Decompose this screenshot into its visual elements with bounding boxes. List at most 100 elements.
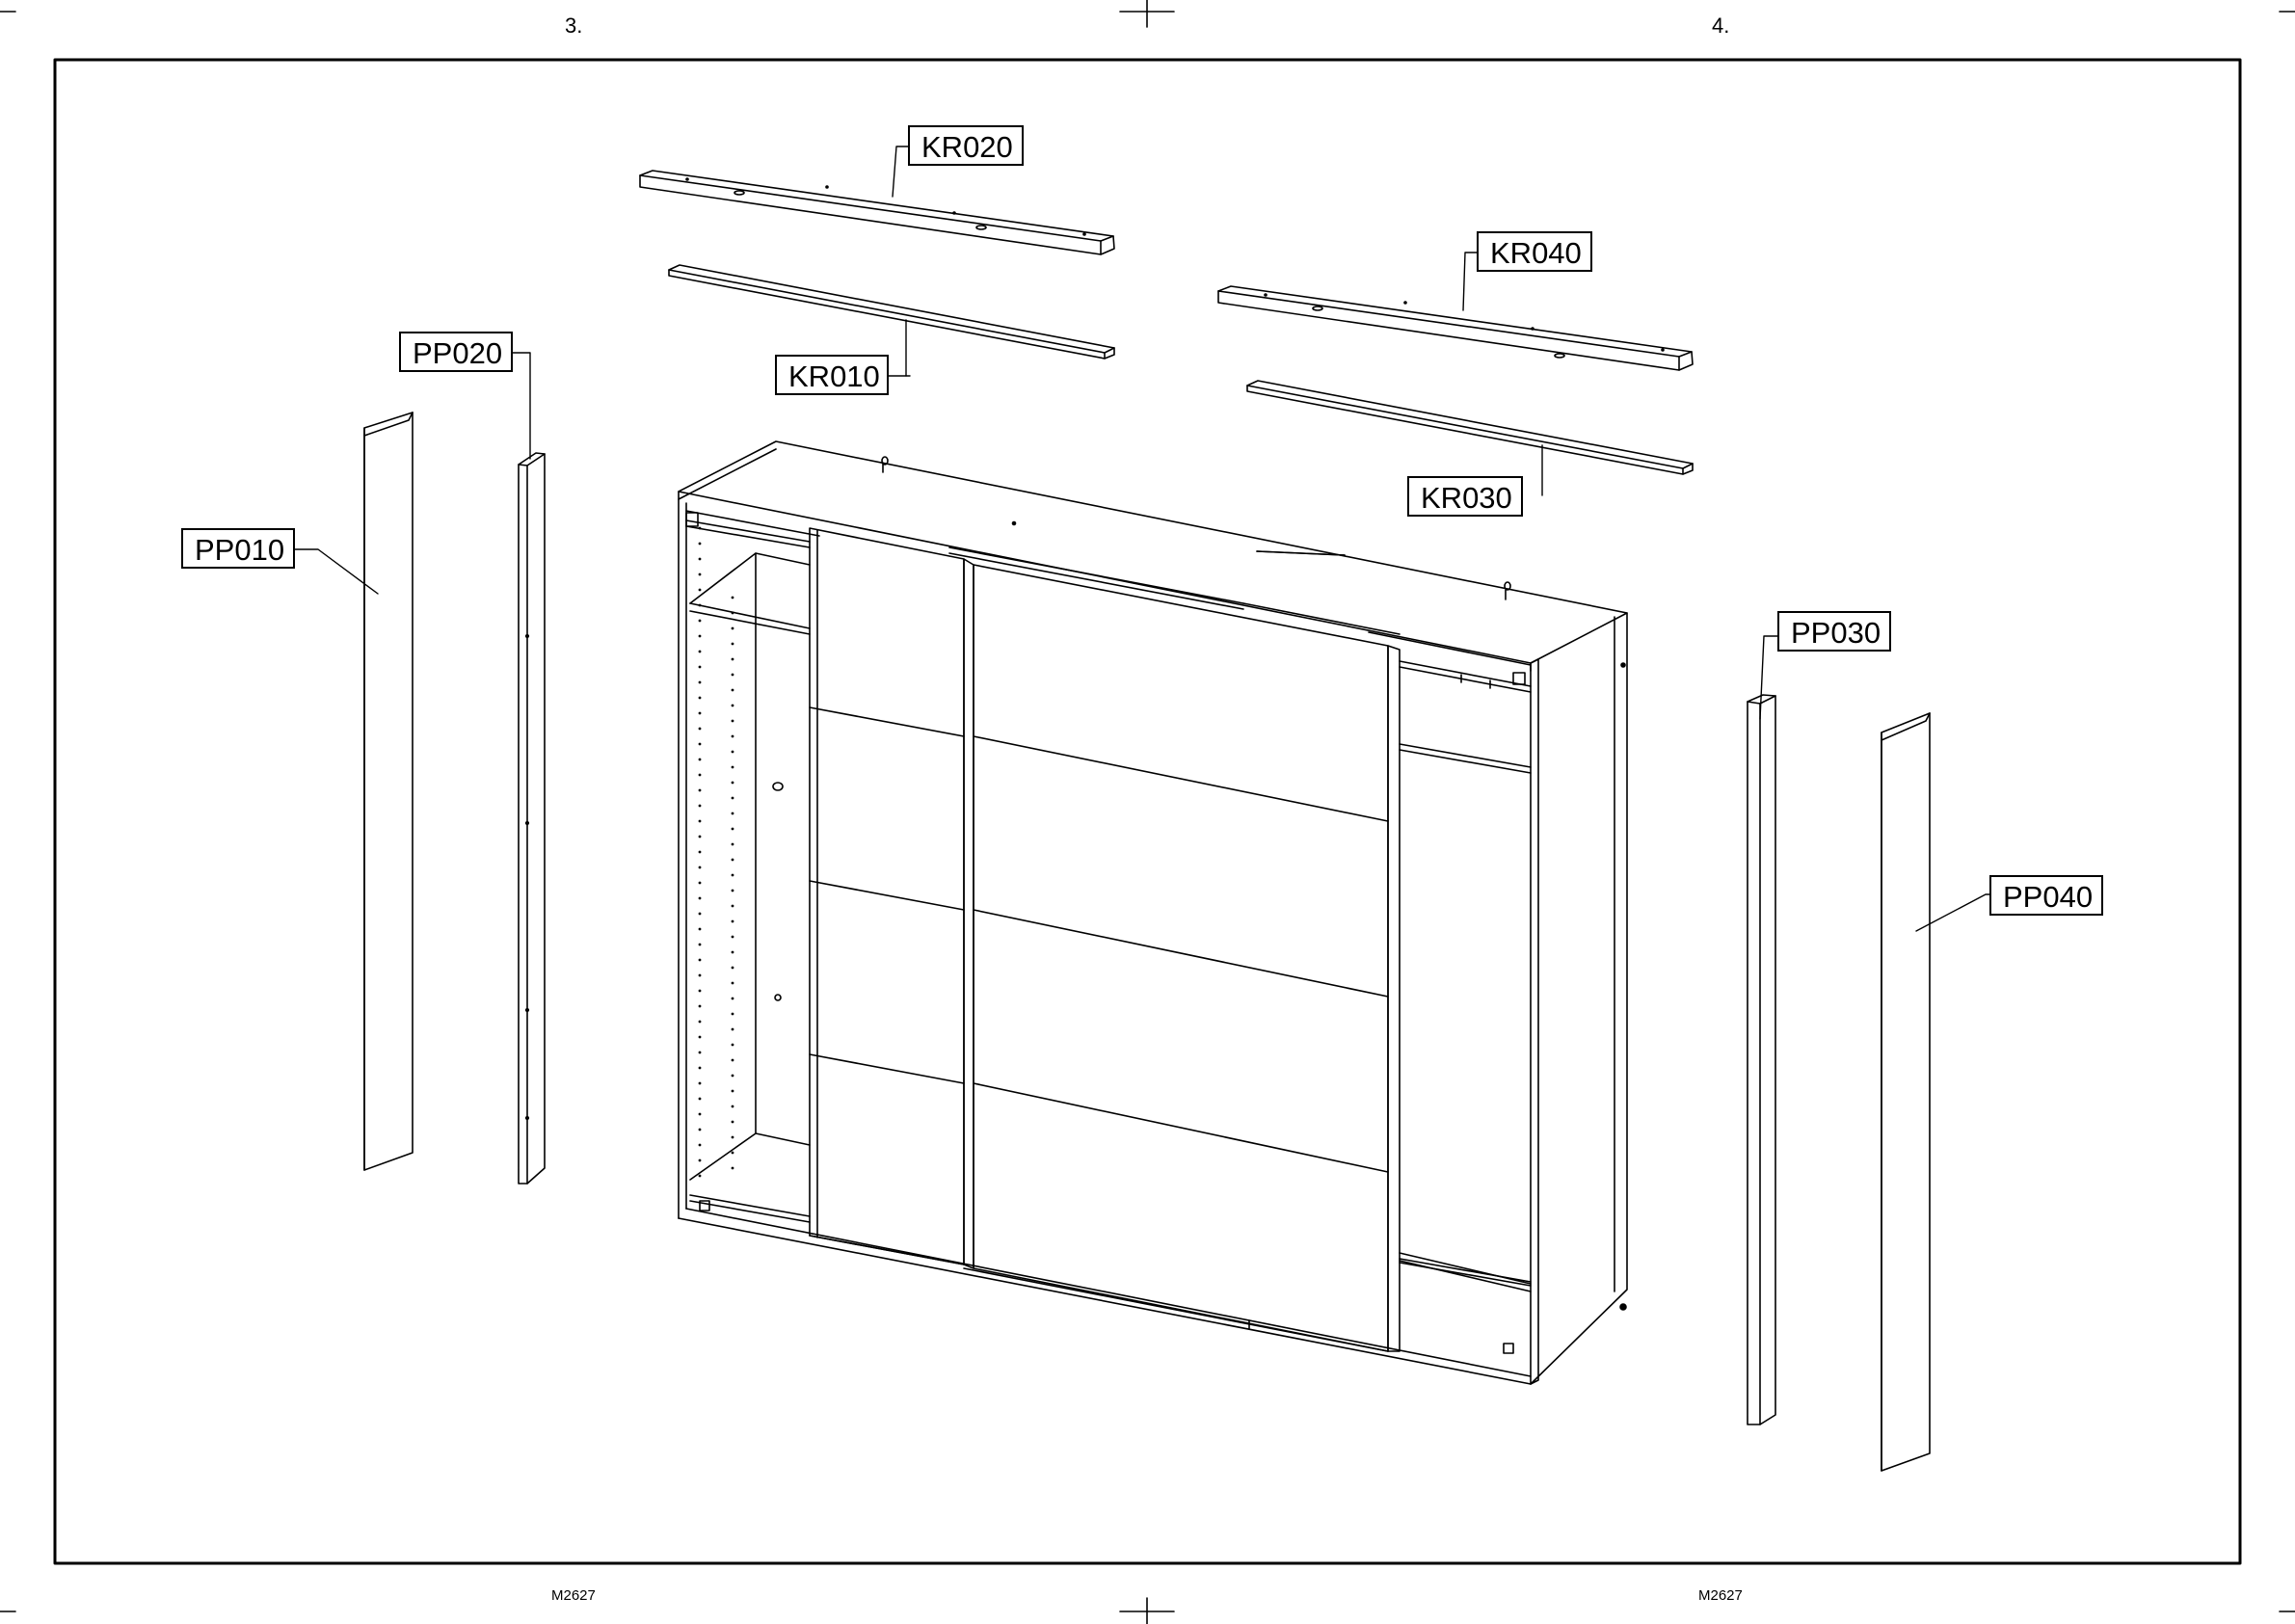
shelf-pin-hole bbox=[732, 920, 734, 923]
shelf-pin-hole bbox=[732, 1075, 734, 1078]
shelf-pin-hole bbox=[699, 1175, 702, 1178]
label-pp020: PP020 bbox=[399, 332, 513, 372]
sliding-door-right bbox=[1388, 646, 1400, 1351]
shelf-pin-hole bbox=[699, 1098, 702, 1101]
panel-kr040 bbox=[1218, 286, 1693, 370]
shelf-pin-hole bbox=[699, 743, 702, 746]
post-pp030 bbox=[1748, 695, 1775, 1424]
shelf-pin-hole bbox=[699, 1005, 702, 1008]
shelf-pin-hole bbox=[732, 828, 734, 831]
shelf-pin-hole bbox=[699, 635, 702, 638]
shelf-pin-hole bbox=[732, 936, 734, 939]
shelf-pin-hole bbox=[732, 1013, 734, 1016]
shelf-pin-hole bbox=[699, 543, 702, 546]
shelf-pin-hole bbox=[699, 974, 702, 977]
shelf-pin-hole bbox=[699, 573, 702, 576]
shelf-pin-hole bbox=[732, 998, 734, 1000]
shelf-pin-hole bbox=[699, 1082, 702, 1085]
shelf-pin-hole bbox=[699, 1159, 702, 1162]
label-pp040: PP040 bbox=[1989, 875, 2103, 916]
shelf-pin-hole bbox=[732, 1152, 734, 1155]
shelf-pin-hole bbox=[732, 1090, 734, 1093]
shelf-pin-hole bbox=[699, 697, 702, 700]
label-kr020: KR020 bbox=[908, 125, 1024, 166]
shelf-pin-hole bbox=[699, 990, 702, 993]
shelf-pin-hole bbox=[732, 951, 734, 954]
shelf-pin-hole bbox=[699, 866, 702, 869]
shelf-pin-hole bbox=[732, 1121, 734, 1124]
shelf-pin-hole bbox=[699, 1067, 702, 1070]
shelf-pin-hole bbox=[699, 604, 702, 607]
post-pp010 bbox=[364, 413, 413, 1170]
shelf-pin-hole bbox=[732, 967, 734, 970]
sliding-door-left bbox=[810, 528, 964, 1265]
shelf-pin-hole bbox=[699, 527, 702, 530]
leader-lines bbox=[295, 146, 1991, 931]
shelf-pin-hole bbox=[732, 705, 734, 707]
shelf-pin-hole bbox=[699, 820, 702, 823]
shelf-pin-hole bbox=[699, 836, 702, 839]
panel-kr030 bbox=[1247, 381, 1693, 474]
shelf-pin-hole bbox=[699, 712, 702, 715]
panel-kr010 bbox=[669, 265, 1114, 359]
shelf-pin-hole bbox=[699, 620, 702, 623]
shelf-pin-hole bbox=[699, 774, 702, 777]
shelf-pin-hole bbox=[699, 1052, 702, 1054]
shelf-pin-hole bbox=[732, 782, 734, 785]
shelf-pin-hole bbox=[732, 627, 734, 630]
shelf-pin-hole bbox=[732, 658, 734, 661]
shelf-pin-hole bbox=[732, 735, 734, 738]
shelf-pin-hole bbox=[699, 759, 702, 761]
shelf-pin-hole bbox=[732, 982, 734, 985]
label-pp030: PP030 bbox=[1777, 611, 1891, 652]
shelf-pin-hole bbox=[732, 674, 734, 677]
shelf-pin-hole bbox=[732, 905, 734, 908]
page-number-left: 3. bbox=[565, 13, 582, 39]
shelf-pin-hole bbox=[699, 558, 702, 561]
label-pp010: PP010 bbox=[181, 528, 295, 569]
shelf-pin-hole bbox=[699, 589, 702, 592]
shelf-pin-hole bbox=[699, 805, 702, 808]
shelf-pin-hole bbox=[732, 874, 734, 877]
shelf-pin-hole bbox=[732, 1044, 734, 1047]
drawing-frame bbox=[55, 60, 2240, 1563]
shelf-pin-hole bbox=[732, 859, 734, 862]
shelf-pin-hole bbox=[732, 643, 734, 646]
shelf-pin-hole bbox=[699, 1144, 702, 1147]
post-pp020 bbox=[519, 453, 545, 1184]
shelf-pin-hole bbox=[699, 1113, 702, 1116]
footer-code-left: M2627 bbox=[551, 1587, 596, 1604]
shelf-pin-hole bbox=[699, 851, 702, 854]
shelf-pin-hole bbox=[732, 1028, 734, 1031]
shelf-pin-holes bbox=[699, 527, 734, 1178]
shelf-pin-hole bbox=[732, 720, 734, 723]
sliding-door-middle bbox=[964, 559, 1388, 1351]
shelf-pin-hole bbox=[732, 597, 734, 599]
shelf-pin-hole bbox=[732, 797, 734, 800]
footer-code-right: M2627 bbox=[1698, 1587, 1743, 1604]
shelf-pin-hole bbox=[699, 882, 702, 885]
shelf-pin-hole bbox=[732, 751, 734, 754]
shelf-pin-hole bbox=[699, 1129, 702, 1131]
post-pp040 bbox=[1881, 713, 1930, 1471]
shelf-pin-hole bbox=[732, 1167, 734, 1170]
shelf-pin-hole bbox=[732, 1105, 734, 1108]
page-number-right: 4. bbox=[1712, 13, 1729, 39]
label-kr040: KR040 bbox=[1477, 231, 1592, 272]
shelf-pin-hole bbox=[699, 789, 702, 792]
shelf-pin-hole bbox=[699, 1036, 702, 1039]
shelf-pin-hole bbox=[699, 681, 702, 684]
wardrobe-body bbox=[679, 441, 1627, 1384]
shelf-pin-hole bbox=[699, 897, 702, 900]
shelf-pin-hole bbox=[699, 959, 702, 962]
shelf-pin-hole bbox=[732, 1059, 734, 1062]
shelf-pin-hole bbox=[699, 728, 702, 731]
shelf-pin-hole bbox=[732, 890, 734, 892]
label-kr030: KR030 bbox=[1407, 476, 1523, 517]
label-kr010: KR010 bbox=[775, 355, 889, 395]
shelf-pin-hole bbox=[732, 843, 734, 846]
shelf-pin-hole bbox=[732, 812, 734, 815]
panel-kr020 bbox=[640, 171, 1114, 254]
